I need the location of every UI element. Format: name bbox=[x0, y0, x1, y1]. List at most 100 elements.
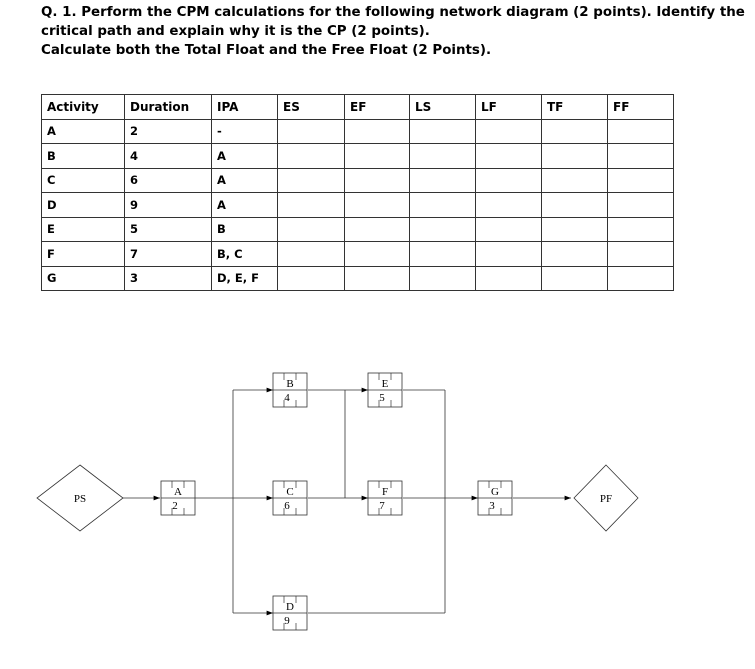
activity-label: C bbox=[286, 486, 293, 498]
cell-activity: E bbox=[41, 216, 125, 242]
cell-ef bbox=[344, 143, 410, 169]
cell-ipa: D, E, F bbox=[211, 265, 278, 291]
activity-node-c: C6 bbox=[272, 480, 308, 516]
cell-lf bbox=[475, 241, 542, 267]
cell-es bbox=[277, 143, 345, 169]
cell-ef bbox=[344, 118, 410, 144]
activity-label: D bbox=[286, 601, 294, 613]
cell-duration: 9 bbox=[124, 192, 212, 218]
cell-ff bbox=[607, 216, 674, 242]
activity-duration: 4 bbox=[284, 392, 290, 404]
question-line-3: Calculate both the Total Float and the F… bbox=[41, 43, 492, 58]
cell-activity: G bbox=[41, 265, 125, 291]
cell-lf bbox=[475, 216, 542, 242]
cell-ff bbox=[607, 143, 674, 169]
activity-duration: 2 bbox=[172, 500, 178, 512]
cell-lf bbox=[475, 192, 542, 218]
cell-ff bbox=[607, 265, 674, 291]
cell-lf bbox=[475, 167, 542, 193]
activity-label: F bbox=[382, 486, 388, 498]
cell-activity: F bbox=[41, 241, 125, 267]
header-ls: LS bbox=[409, 94, 476, 120]
cell-duration: 3 bbox=[124, 265, 212, 291]
cell-lf bbox=[475, 265, 542, 291]
cell-es bbox=[277, 241, 345, 267]
cell-es bbox=[277, 265, 345, 291]
cell-duration: 4 bbox=[124, 143, 212, 169]
table-header-row: Activity Duration IPA ES EF LS LF TF FF bbox=[41, 94, 674, 120]
activity-label: E bbox=[382, 378, 389, 390]
activity-node-d: D9 bbox=[272, 595, 308, 631]
cell-ipa: A bbox=[211, 192, 278, 218]
cell-ls bbox=[409, 143, 476, 169]
cell-duration: 5 bbox=[124, 216, 212, 242]
activity-duration: 5 bbox=[379, 392, 385, 404]
cell-tf bbox=[541, 192, 608, 218]
start-label: PS bbox=[74, 493, 86, 505]
header-duration: Duration bbox=[124, 94, 212, 120]
cell-tf bbox=[541, 143, 608, 169]
cell-ef bbox=[344, 241, 410, 267]
start-node: PS bbox=[36, 464, 124, 532]
activity-duration: 6 bbox=[284, 500, 290, 512]
cell-ff bbox=[607, 118, 674, 144]
question-line-2: critical path and explain why it is the … bbox=[41, 24, 430, 39]
cell-es bbox=[277, 192, 345, 218]
cell-duration: 6 bbox=[124, 167, 212, 193]
cell-ef bbox=[344, 192, 410, 218]
cell-es bbox=[277, 216, 345, 242]
cell-ipa: B, C bbox=[211, 241, 278, 267]
cell-tf bbox=[541, 241, 608, 267]
cell-ls bbox=[409, 241, 476, 267]
cell-ff bbox=[607, 241, 674, 267]
cpm-table: Activity Duration IPA ES EF LS LF TF FF … bbox=[41, 94, 674, 291]
cell-activity: C bbox=[41, 167, 125, 193]
question-line-1: Q. 1. Perform the CPM calculations for t… bbox=[41, 5, 745, 20]
cell-ef bbox=[344, 167, 410, 193]
activity-label: B bbox=[286, 378, 293, 390]
cell-lf bbox=[475, 143, 542, 169]
cell-ipa: A bbox=[211, 167, 278, 193]
activity-label: A bbox=[174, 486, 182, 498]
cell-ipa: - bbox=[211, 118, 278, 144]
finish-label: PF bbox=[600, 493, 612, 505]
cell-es bbox=[277, 167, 345, 193]
activity-node-e: E5 bbox=[367, 372, 403, 408]
cell-ls bbox=[409, 265, 476, 291]
cell-lf bbox=[475, 118, 542, 144]
cell-ff bbox=[607, 167, 674, 193]
cell-es bbox=[277, 118, 345, 144]
question-text: Q. 1. Perform the CPM calculations for t… bbox=[41, 3, 745, 60]
activity-node-b: B4 bbox=[272, 372, 308, 408]
cell-ef bbox=[344, 216, 410, 242]
cell-ff bbox=[607, 192, 674, 218]
cell-tf bbox=[541, 216, 608, 242]
cell-activity: B bbox=[41, 143, 125, 169]
cell-duration: 2 bbox=[124, 118, 212, 144]
cell-tf bbox=[541, 167, 608, 193]
header-ipa: IPA bbox=[211, 94, 278, 120]
activity-duration: 7 bbox=[379, 500, 385, 512]
activity-label: G bbox=[491, 486, 499, 498]
cell-duration: 7 bbox=[124, 241, 212, 267]
cell-activity: D bbox=[41, 192, 125, 218]
activity-node-g: G3 bbox=[477, 480, 513, 516]
header-activity: Activity bbox=[41, 94, 125, 120]
cell-ls bbox=[409, 167, 476, 193]
cell-activity: A bbox=[41, 118, 125, 144]
cell-tf bbox=[541, 265, 608, 291]
header-tf: TF bbox=[541, 94, 608, 120]
header-es: ES bbox=[277, 94, 345, 120]
cell-ls bbox=[409, 216, 476, 242]
cell-ipa: A bbox=[211, 143, 278, 169]
header-ff: FF bbox=[607, 94, 674, 120]
header-ef: EF bbox=[344, 94, 410, 120]
activity-node-f: F7 bbox=[367, 480, 403, 516]
finish-node: PF bbox=[573, 464, 639, 532]
